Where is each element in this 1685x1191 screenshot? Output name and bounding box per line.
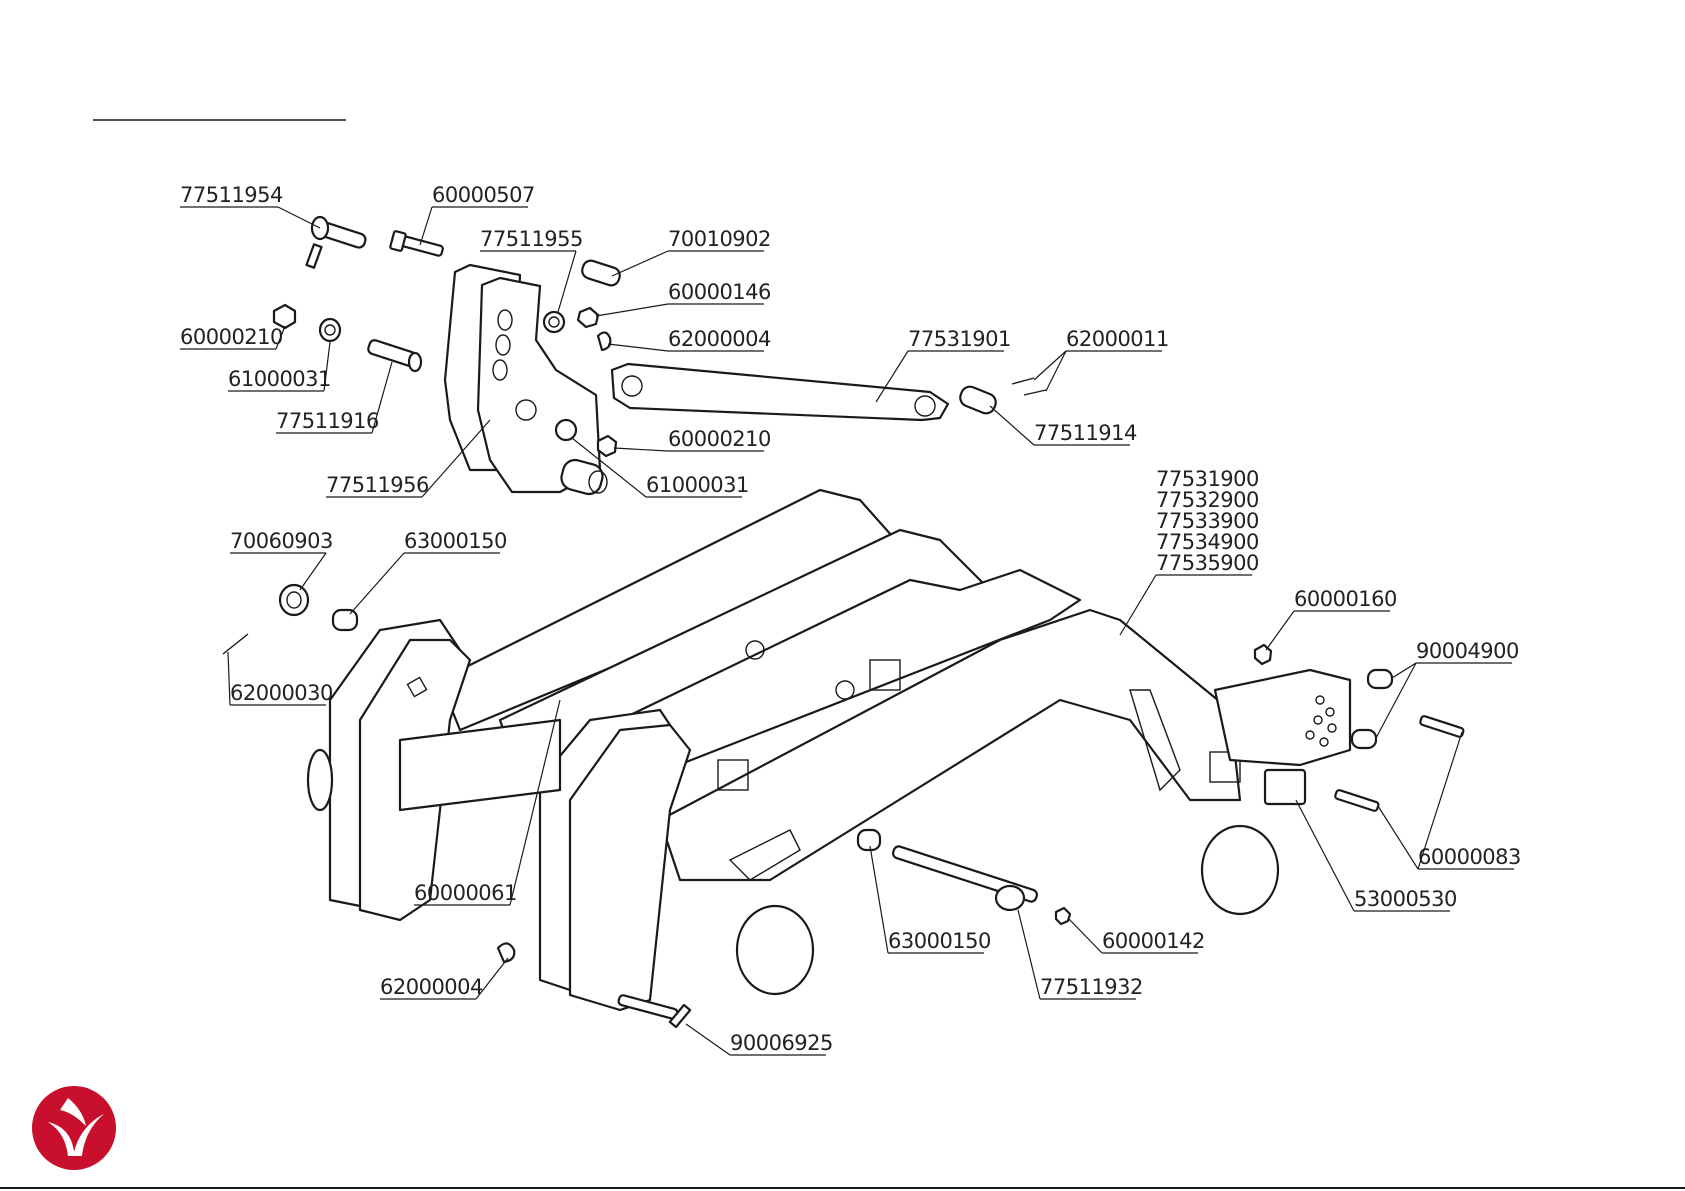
callout-61000031: 61000031 [228,367,331,391]
part-pin-77511916 [367,339,421,371]
part-nut-60000142 [1056,908,1070,924]
callout-90006925: 90006925 [730,1031,833,1055]
callout-77535900: 77535900 [1156,551,1259,575]
part-split-pin-a [1012,378,1034,384]
part-nut-60000146 [578,308,598,327]
callout-60000142: 60000142 [1102,929,1205,953]
callout-60000210: 60000210 [180,325,283,349]
callout-63000150: 63000150 [404,529,507,553]
callout-70010902: 70010902 [668,227,771,251]
part-link-bar [612,364,948,420]
callout-60000083: 60000083 [1418,845,1521,869]
part-spacer-63000150 [333,610,357,630]
part-spacer-63000150-b [858,830,880,850]
part-bushing-70010902 [580,259,622,288]
callout-53000530: 53000530 [1354,887,1457,911]
part-washer-61000031 [320,319,340,341]
callout-90004900: 90004900 [1416,639,1519,663]
part-nut-60000160 [1255,645,1271,664]
part-bracket-plates [445,265,607,497]
part-bolt-60000083-b [1335,789,1380,811]
callout-77511955: 77511955 [480,227,583,251]
callout-60000160: 60000160 [1294,587,1397,611]
callout-77511932: 77511932 [1040,975,1143,999]
callout-62000030: 62000030 [230,681,333,705]
part-clip-62000004-b [498,943,514,962]
part-spacer-90004900-a [1368,670,1392,688]
parts-artwork [223,217,1464,1027]
callout-77511954: 77511954 [180,183,283,207]
callout-62000011: 62000011 [1066,327,1169,351]
callout-63000150-b: 63000150 [888,929,991,953]
callout-61000031-b: 61000031 [646,473,749,497]
part-pin-62000030 [223,634,248,654]
leaf-bird-logo [32,1086,116,1170]
part-nut-60000210-b [598,436,616,456]
callout-70060903: 70060903 [230,529,333,553]
callout-60000146: 60000146 [668,280,771,304]
part-split-pin-b [1024,390,1046,395]
callout-60000061: 60000061 [414,881,517,905]
part-spacer-90004900-b [1352,730,1376,748]
callout-62000004-b: 62000004 [380,975,483,999]
callout-60000507: 60000507 [432,183,535,207]
callout-62000004: 62000004 [668,327,771,351]
callout-77531901: 77531901 [908,327,1011,351]
part-bolt [390,231,444,257]
part-roller-77511914 [958,384,999,416]
callout-77511956: 77511956 [326,473,429,497]
part-pin-with-handle [306,217,367,268]
callout-77511914: 77511914 [1034,421,1137,445]
part-bolt-60000083-a [1420,715,1465,737]
part-pad-53000530 [1265,770,1305,804]
part-bush-70060903 [280,585,308,615]
part-clip-62000004 [598,332,610,350]
callout-77511916: 77511916 [276,409,379,433]
part-pin-90006925 [618,994,690,1027]
part-washer-61000031-b [556,420,576,440]
callout-60000210-b: 60000210 [668,427,771,451]
part-spacer-77511955 [544,312,564,332]
part-pin-77511932 [892,845,1038,910]
